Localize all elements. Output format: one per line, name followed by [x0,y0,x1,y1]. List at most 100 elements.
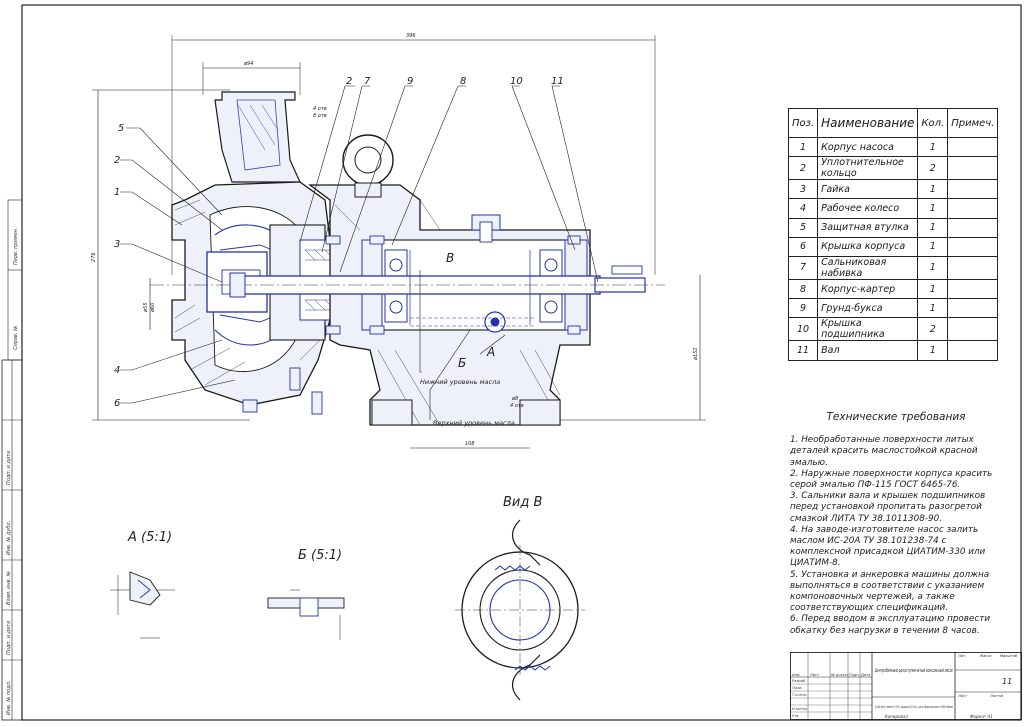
row-qty: 1 [917,340,949,361]
row-note [947,255,999,280]
dim-foot-holes: 4 отв [510,403,524,409]
detail-b [267,589,345,640]
stamp-col-sign: Подп. [849,673,860,677]
side-stamp-3: Взам. инв. № [6,571,12,605]
row-pos: 8 [787,278,819,300]
dim-holes-note-2: 8 отв [313,113,327,119]
balloon-4: 4 [114,365,120,376]
row-note [947,156,999,181]
row-name: Гайка [817,179,919,200]
balloon-2-left: 2 [114,155,120,166]
row-qty: 1 [917,198,949,219]
stamp-mass: Масса [980,654,991,658]
balloon-11: 11 [551,76,564,87]
row-note [947,179,999,200]
balloon-3: 3 [114,239,120,250]
row-note [947,217,999,238]
view-b-label: Б (5:1) [298,548,343,563]
row-note [947,317,999,342]
dim-holes-note: 4 отв [313,106,327,112]
side-stamp-7: Перв. примен. [13,227,19,265]
row-qty: 1 [917,298,949,319]
row-qty: 1 [917,236,949,257]
balloon-2-top: 2 [346,76,352,87]
row-name: Вал [817,340,919,361]
technical-requirements: Технические требования 1. Необработанные… [790,411,1002,637]
row-pos: 9 [787,298,819,319]
row-qty: 1 [917,255,949,280]
side-stamp-2: Подп. и дата [6,621,12,655]
stamp-copied: Копировал [885,714,908,719]
dim-overall-length: 396 [406,33,416,39]
side-stamp-6: Справ. № [13,326,19,350]
parts-list-header: Поз. Наименование Кол. Примеч. [787,108,999,138]
callout-section-a: А [486,345,495,359]
balloon-7: 7 [364,76,371,87]
requirement-item: 2. Наружные поверхности корпуса красить … [790,468,993,491]
stamp-col-date: Дата [860,673,870,677]
row-qty: 2 [917,156,949,181]
header-name: Наименование [817,108,919,138]
row-pos: 4 [787,198,819,219]
stamp-subtitle: Q=80 м3/ч, напор H=32 м, подача Q=18 л/с… [875,705,953,709]
stamp-role-tkontr: Т.контр. [792,693,808,697]
row-pos: 3 [787,179,819,200]
callout-section-b: Б [458,356,466,370]
balloon-10: 10 [510,76,523,87]
row-name: Сальниковая набивка [817,255,919,280]
row-pos: 1 [787,136,819,158]
dim-shaft-dia-1: ø55 [143,303,149,313]
side-stamp-4: Инв. № дубл. [6,521,12,555]
header-note: Примеч. [947,108,999,138]
header-qty: Кол. [917,108,949,138]
row-note [947,136,999,158]
stamp-role-prov: Пров. [792,686,802,690]
dim-height: 276 [91,252,97,262]
stamp-sheet-label: Лист [957,694,968,698]
lower-oil-level: Нижний уровень масла [420,378,500,386]
row-qty: 1 [917,179,949,200]
balloon-1: 1 [114,187,120,198]
upper-oil-level: Верхний уровень масла [433,419,515,427]
callout-section-v: В [446,251,454,265]
dim-flange-width: ø94 [243,61,253,67]
detail-a [110,571,175,639]
row-qty: 1 [917,136,949,158]
dim-shaft-dia-2: ø60 [150,303,156,313]
row-pos: 5 [787,217,819,238]
stamp-role-utv: Утв. [792,714,800,718]
stamp-sheet-number: 11 [1002,677,1012,686]
row-name: Защитная втулка [817,217,919,238]
row-name: Корпус-картер [817,278,919,300]
view-v-label: Вид В [503,495,543,510]
side-stamp-1: Инв. № подл. [6,681,12,716]
row-note [947,198,999,219]
stamp-role-izm: Изм. [792,673,800,677]
stamp-col-list: Лист [809,673,820,677]
row-pos: 2 [787,156,819,181]
header-pos: Поз. [787,108,819,138]
view-a-label: А (5:1) [128,530,173,545]
dim-foot-height: ø152 [693,347,699,361]
row-qty: 2 [917,317,949,342]
stamp-sheets-label: Листов [989,694,1003,698]
stamp-title: Центробежный одноступенчатый консольный … [875,668,953,674]
stamp-role-razrab: Разраб. [792,679,806,683]
row-name: Крышка корпуса [817,236,919,257]
requirement-item: 6. Перед вводом в эксплуатацию провести … [790,614,991,636]
stamp-format: Формат А1 [970,714,993,719]
row-qty: 1 [917,217,949,238]
row-name: Рабочее колесо [817,198,919,219]
stamp-scale: Масштаб [1000,654,1018,658]
